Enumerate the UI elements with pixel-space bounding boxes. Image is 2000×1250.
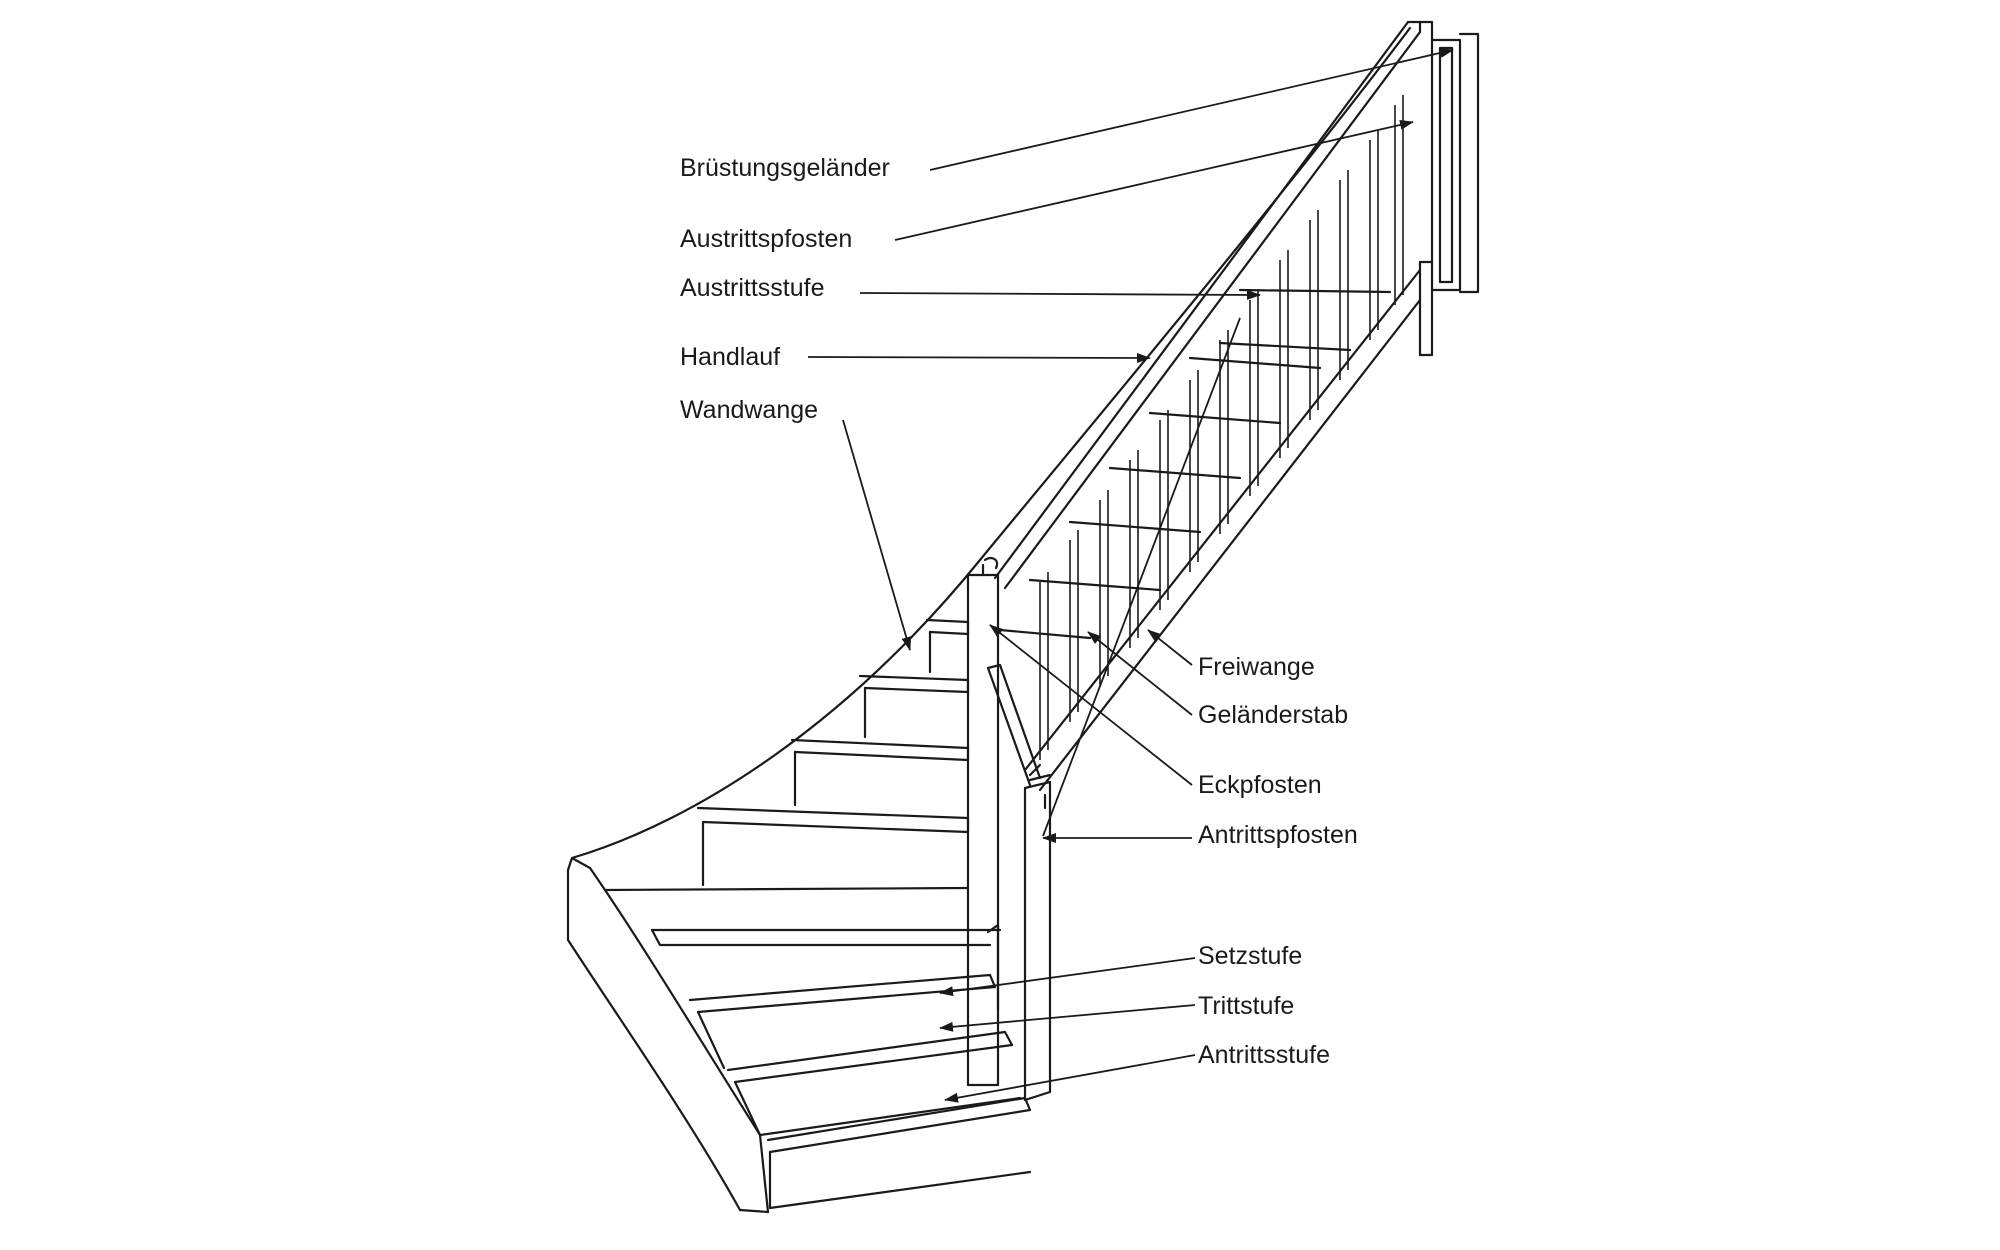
leader-antrittsstufe [944, 1054, 1196, 1103]
label-handlauf: Handlauf [680, 343, 781, 371]
leader-trittstufe [939, 1004, 1196, 1032]
balusters [1039, 95, 1404, 760]
free-stringer [1023, 260, 1434, 810]
lower-handrail [986, 663, 1042, 1012]
leader-handlauf [807, 352, 1151, 363]
label-antrittspfosten: Antrittspfosten [1198, 821, 1358, 849]
leader-austrittsstufe [859, 289, 1261, 300]
label-trittstufe: Trittstufe [1198, 992, 1295, 1020]
leader-gelaenderstab [1087, 631, 1193, 716]
leader-lines [807, 48, 1454, 1103]
leader-setzstufe [939, 957, 1196, 997]
label-wandwange: Wandwange [680, 396, 819, 424]
label-antrittsstufe: Antrittsstufe [1198, 1041, 1330, 1069]
exit-post-and-balustrade [1418, 20, 1480, 294]
label-freiwange: Freiwange [1198, 653, 1315, 681]
label-setzstufe: Setzstufe [1198, 942, 1303, 970]
label-gelaenderstab: Geländerstab [1198, 701, 1349, 729]
label-austrittsstufe: Austrittsstufe [680, 274, 825, 302]
leader-bruestungsgelaender [929, 48, 1454, 171]
leader-wandwange [842, 419, 912, 651]
starting-post [1023, 773, 1052, 1102]
leader-austrittspfosten [894, 120, 1414, 241]
corner-post [966, 556, 1000, 1087]
label-eckpfosten: Eckpfosten [1198, 771, 1322, 799]
label-austrittspfosten: Austrittspfosten [680, 225, 853, 253]
label-bruestungsgelaender: Brüstungsgeländer [680, 154, 890, 182]
leader-antrittspfosten-diagonal [1042, 317, 1241, 837]
winding-steps [603, 288, 1392, 1210]
leader-freiwange [1147, 629, 1193, 666]
leader-eckpfosten [989, 624, 1193, 786]
